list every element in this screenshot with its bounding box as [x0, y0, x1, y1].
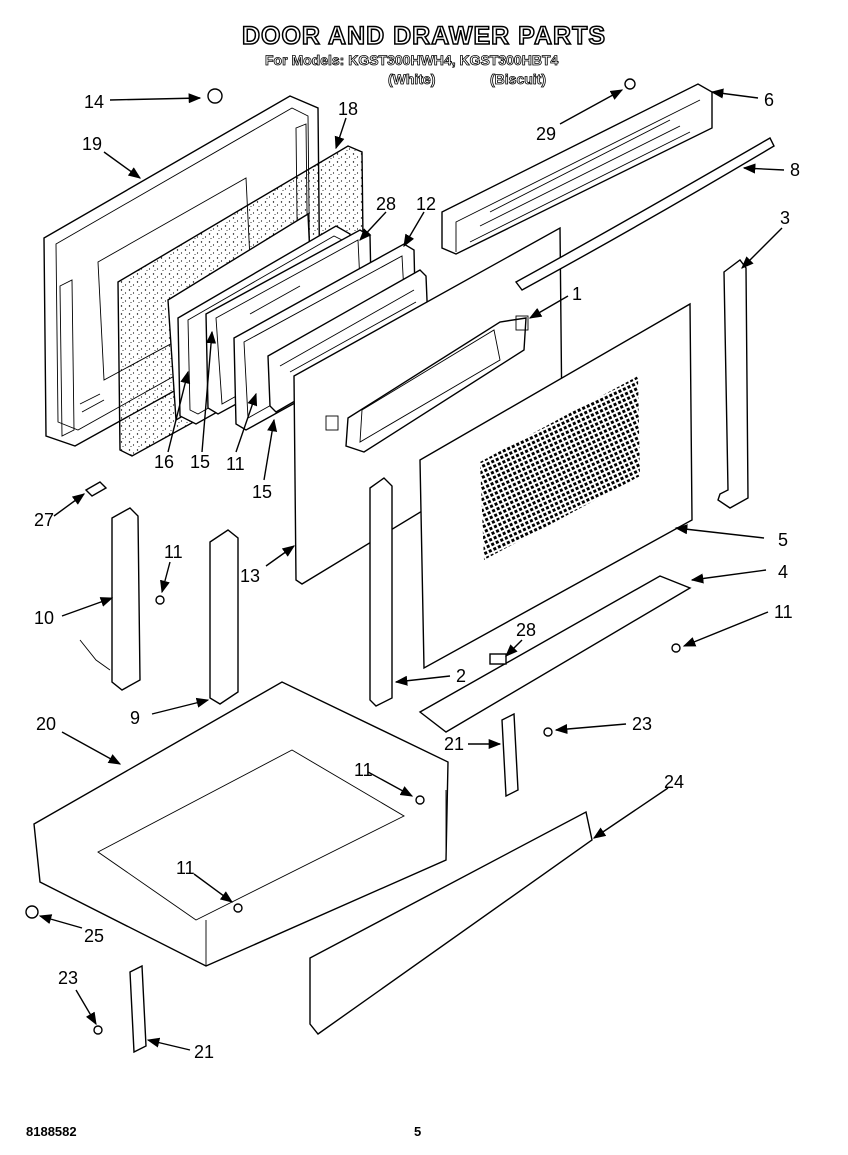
screw-part-25: [25, 905, 39, 919]
outer-door-front: [419, 302, 693, 670]
screw-part-23-left: [93, 1025, 103, 1035]
callout-2: 2: [456, 666, 466, 686]
callout-3: 3: [780, 208, 790, 228]
callout-19: 19: [82, 134, 102, 154]
clip-part-28: [489, 653, 507, 665]
drawer-front: [309, 810, 593, 1035]
screw-part-14: [207, 88, 223, 104]
callout-11-b: 11: [164, 542, 183, 562]
callout-29: 29: [536, 124, 556, 144]
screw-part-11-drawer-front: [233, 903, 243, 913]
model-numbers: For Models: KGST300HWH4, KGST300HBT4: [265, 52, 559, 69]
bottom-trim-rail: [418, 575, 692, 733]
page-number: 5: [414, 1124, 422, 1139]
callout-labels: 14 19 18 28 12 29 6 8 3 1 16 15 11 15 27…: [34, 90, 800, 1062]
callout-20: 20: [36, 714, 56, 734]
control-panel-vent: [441, 83, 713, 255]
callout-11-c: 11: [774, 602, 793, 622]
callout-21-b: 21: [194, 1042, 214, 1062]
callout-23-b: 23: [58, 968, 78, 988]
screw-part-29: [624, 78, 636, 90]
callout-13: 13: [240, 566, 260, 586]
callout-8: 8: [790, 160, 800, 180]
document-number: 8188582: [26, 1124, 77, 1139]
screw-part-23-right: [543, 727, 553, 737]
callout-14: 14: [84, 92, 104, 112]
door-glass-assembly: [177, 225, 429, 431]
screw-part-11-drawer: [415, 795, 425, 805]
drawer-bracket-right: [501, 712, 519, 798]
callout-27: 27: [34, 510, 54, 530]
callout-18: 18: [338, 99, 358, 119]
callout-1: 1: [572, 284, 582, 304]
callout-16: 16: [154, 452, 174, 472]
callout-4: 4: [778, 562, 788, 582]
callout-28-b: 28: [516, 620, 536, 640]
callout-12: 12: [416, 194, 436, 214]
callout-9: 9: [130, 708, 140, 728]
callout-15: 15: [190, 452, 210, 472]
screw-part-11-hinge: [155, 595, 165, 605]
callout-21: 21: [444, 734, 464, 754]
callout-5: 5: [778, 530, 788, 550]
variant-white: (White): [388, 71, 436, 88]
callout-6: 6: [764, 90, 774, 110]
clip-part-27: [84, 481, 108, 497]
leader-lines: [38, 88, 785, 1051]
side-trim-left: [369, 477, 393, 707]
callout-11-e: 11: [176, 858, 195, 878]
drawer-bracket-left: [129, 964, 147, 1054]
callout-23: 23: [632, 714, 652, 734]
callout-10: 10: [34, 608, 54, 628]
door-hinge: [79, 507, 141, 691]
callout-24: 24: [664, 772, 684, 792]
callout-25: 25: [84, 926, 104, 946]
trim-strip: [209, 529, 239, 705]
side-trim-right: [717, 259, 749, 509]
callout-11: 11: [226, 454, 245, 474]
callout-11-d: 11: [354, 760, 373, 780]
drawer-body: [33, 681, 449, 967]
callout-28: 28: [376, 194, 396, 214]
variant-biscuit: (Biscuit): [490, 71, 547, 88]
screw-part-11-rail: [671, 643, 681, 653]
page-title: DOOR AND DRAWER PARTS: [241, 21, 607, 51]
callout-15-b: 15: [252, 482, 272, 502]
door-handle: [514, 137, 775, 291]
